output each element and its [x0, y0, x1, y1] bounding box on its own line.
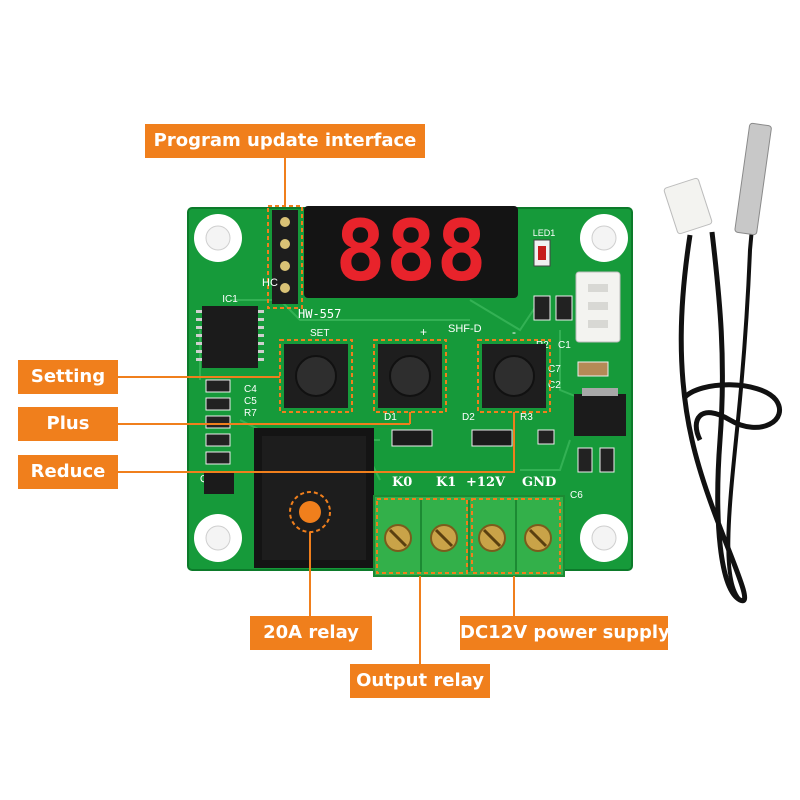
- hc-label: HC: [262, 277, 278, 289]
- reduce-button[interactable]: [477, 339, 551, 413]
- component-label: R7: [244, 408, 257, 419]
- mounting-hole: [194, 514, 242, 562]
- component-label: C1: [558, 340, 571, 351]
- power-supply-callout: DC12V power supply: [460, 616, 670, 650]
- temperature-probe: [663, 122, 782, 604]
- set-label: SET: [310, 328, 329, 339]
- screw-terminal: [384, 524, 412, 552]
- component-label: C6: [570, 490, 583, 501]
- led1-label: LED1: [533, 228, 556, 238]
- component-label: D2: [462, 412, 475, 423]
- plus-sign-label: +: [420, 325, 427, 339]
- set-button[interactable]: [279, 339, 353, 413]
- terminal-label: +12V: [466, 475, 506, 490]
- shf-label: SHF-D: [448, 323, 482, 335]
- seven-segment-display: 888: [304, 202, 518, 300]
- mounting-hole: [580, 214, 628, 262]
- mounting-hole: [580, 514, 628, 562]
- component-label: C2: [548, 380, 561, 391]
- led-indicator: LED1: [533, 228, 556, 267]
- ic1-chip: IC1: [196, 294, 264, 368]
- minus-sign-label: -: [512, 325, 516, 339]
- sensor-connector: [575, 271, 621, 343]
- component-label: C5: [244, 396, 257, 407]
- setting-callout: Setting: [18, 360, 118, 394]
- display-digits: 888: [335, 202, 487, 300]
- plus-button[interactable]: [373, 339, 447, 413]
- ic1-label: IC1: [222, 294, 238, 305]
- terminal-label: K1: [436, 475, 456, 490]
- plus-callout: Plus: [18, 407, 118, 441]
- screw-terminal: [478, 524, 506, 552]
- output-relay-callout: Output relay: [350, 664, 490, 698]
- screw-terminal: [430, 524, 458, 552]
- leader-lines: [118, 158, 515, 664]
- relay: [254, 428, 374, 568]
- component-label: C4: [244, 384, 257, 395]
- terminal-label: GND: [522, 475, 556, 490]
- terminal-label: K0: [392, 475, 412, 490]
- terminal-labels: K0 K1 +12V GND: [392, 475, 556, 490]
- model-label: HW-557: [298, 307, 341, 321]
- program-header: [267, 205, 303, 309]
- relay-20a-callout: 20A relay: [250, 616, 372, 650]
- component-label: C7: [548, 364, 561, 375]
- mounting-hole: [194, 214, 242, 262]
- smd-components: [204, 295, 626, 494]
- component-label: R3: [520, 412, 533, 423]
- screw-terminal: [524, 524, 552, 552]
- component-label: D1: [384, 412, 397, 423]
- terminal-block: [373, 495, 565, 577]
- program-update-callout: Program update interface: [145, 124, 425, 158]
- reduce-callout: Reduce: [18, 455, 118, 489]
